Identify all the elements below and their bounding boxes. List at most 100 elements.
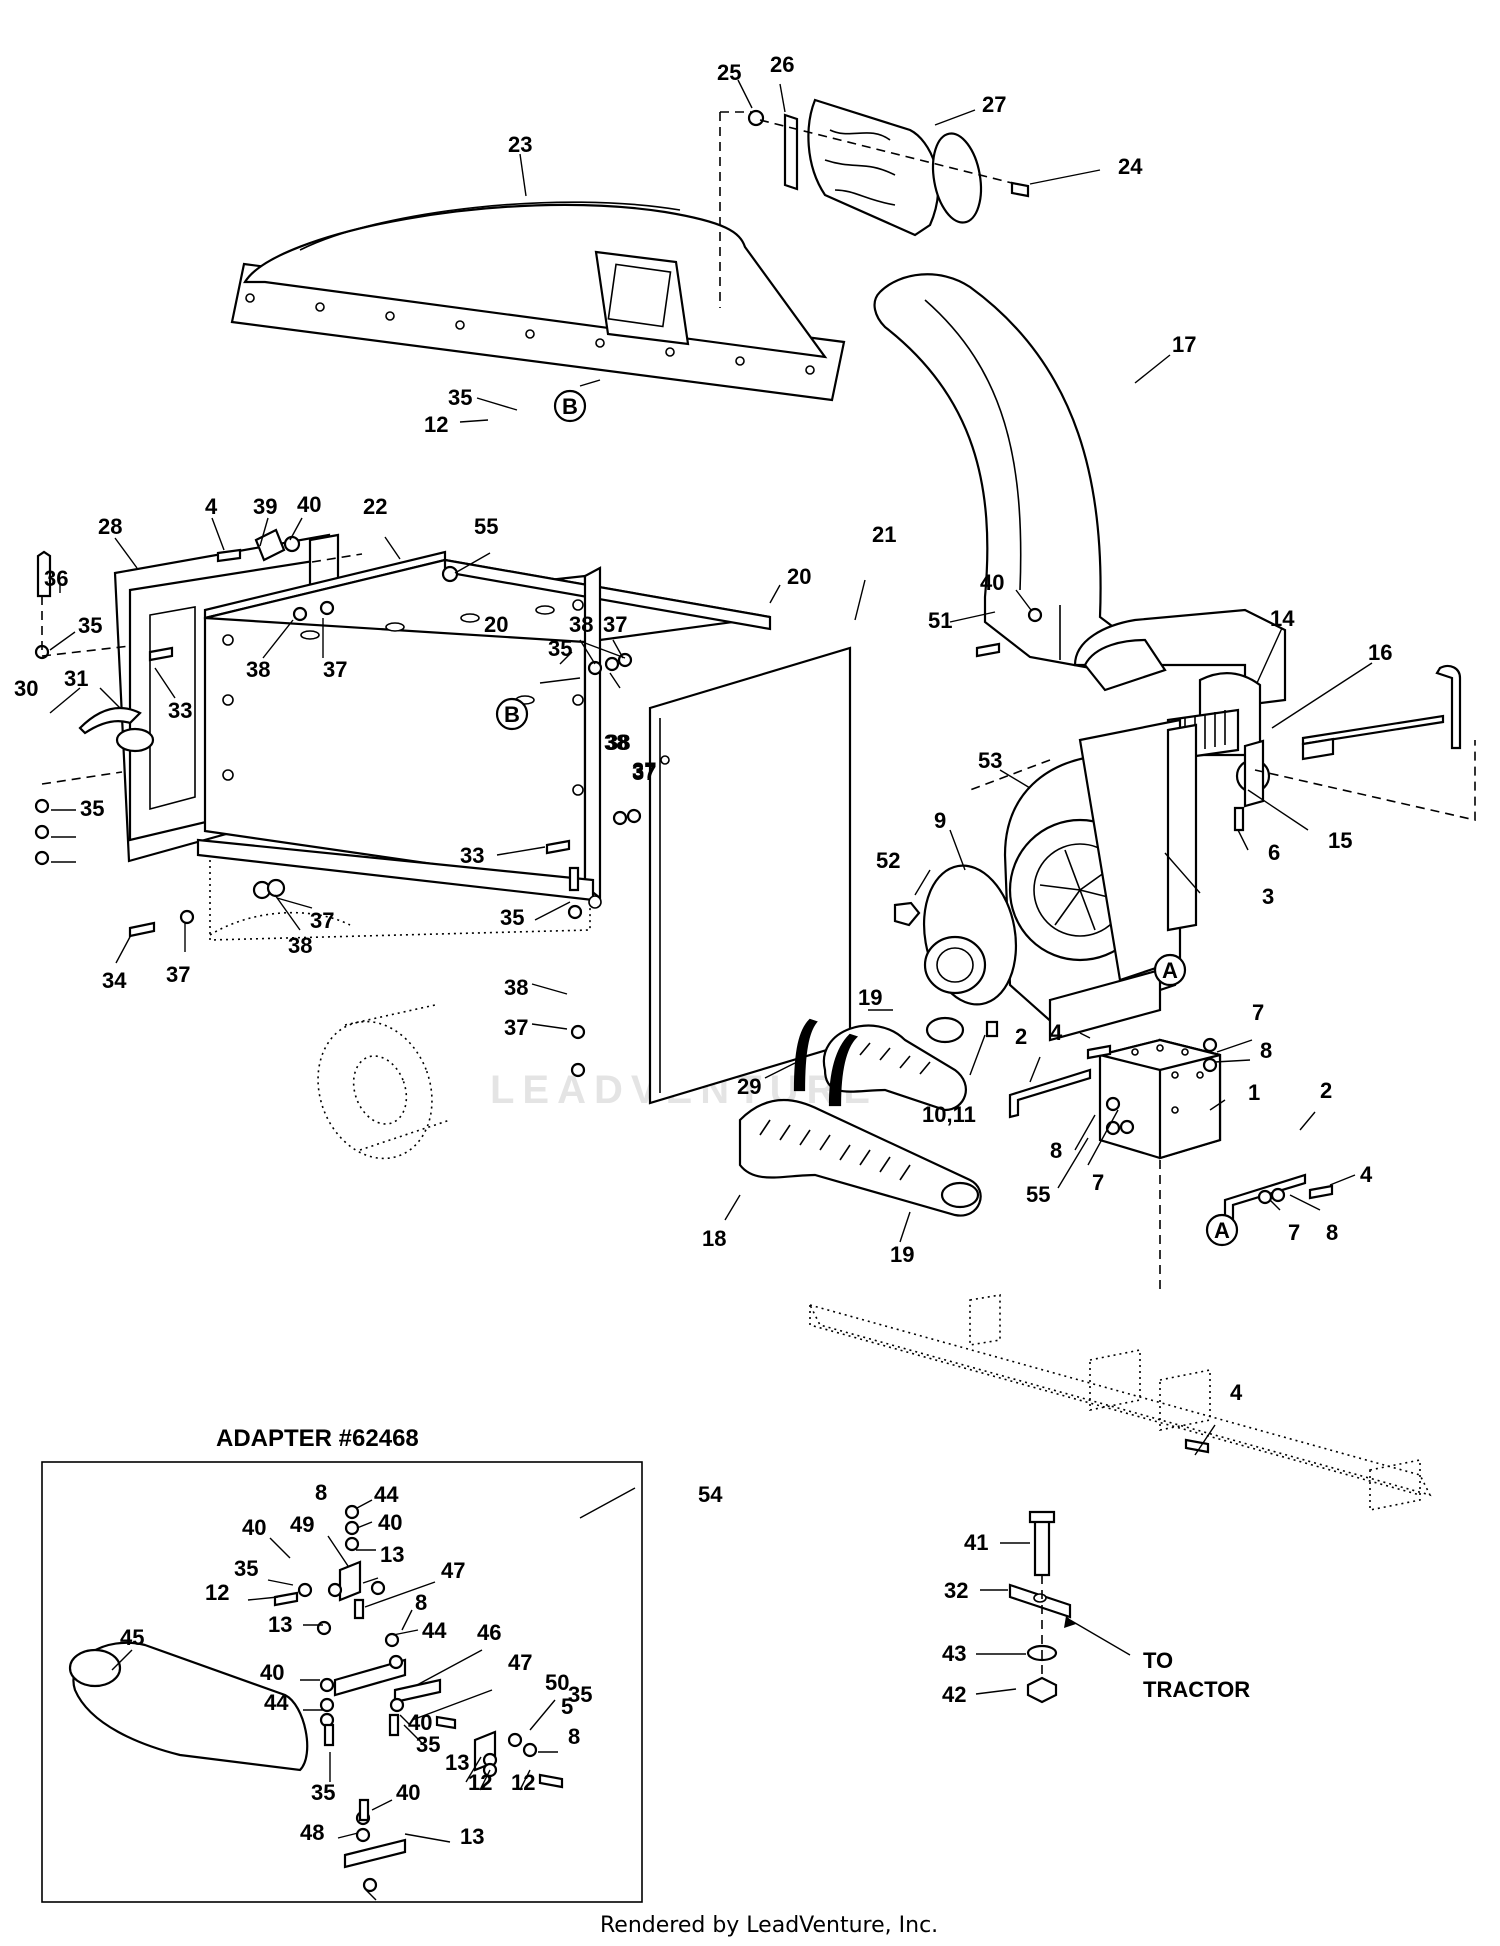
part-label: 53 — [978, 748, 1002, 773]
adapter-part-label: 12 — [205, 1580, 229, 1605]
callout-a-bracket: A — [1214, 1218, 1230, 1243]
adapter-part-label: 48 — [300, 1820, 324, 1845]
leader-lines — [49, 79, 1373, 1901]
hitch-hardware — [1008, 1510, 1072, 1704]
adapter-part-label: 44 — [264, 1690, 289, 1715]
drive-shaft-handle — [1301, 664, 1462, 761]
part-label: 4 — [1050, 1020, 1063, 1045]
filter-bag — [807, 98, 983, 237]
part-label: 4 — [205, 494, 218, 519]
mounting-bracket — [1008, 1037, 1334, 1224]
part-label: 37 — [310, 908, 334, 933]
part-label: 7 — [1092, 1170, 1104, 1195]
callout-b-top: B — [562, 394, 578, 419]
hopper-box — [196, 550, 852, 1105]
part-label: 37 — [323, 657, 347, 682]
part-label: 27 — [982, 92, 1006, 117]
part-label: 35 — [78, 613, 102, 638]
part-label: 3 — [1262, 884, 1274, 909]
part-label: 35 — [448, 385, 472, 410]
part-label: 33 — [460, 843, 484, 868]
adapter-part-label: 40 — [260, 1660, 284, 1685]
adapter-part-label: 40 — [408, 1710, 432, 1735]
part-label: 38 — [246, 657, 270, 682]
adapter-part-label: 35 — [568, 1682, 592, 1707]
part-label: 38 — [604, 730, 628, 755]
adapter-part-label: 46 — [477, 1620, 501, 1645]
part-label: 37 — [166, 962, 190, 987]
adapter-part-label: 12 — [511, 1770, 535, 1795]
part-label: 55 — [1026, 1182, 1050, 1207]
part-label: 8 — [1326, 1220, 1338, 1245]
cover-hood — [230, 201, 846, 402]
part-number-labels: 25 26 27 24 23 17 35 12 28 4 39 40 22 55… — [14, 52, 1392, 1849]
blower-housing — [1003, 718, 1198, 1042]
adapter-part-label: 13 — [460, 1824, 484, 1849]
part-label: 38 — [288, 933, 312, 958]
adapter-part-label: 13 — [268, 1612, 292, 1637]
to-tractor-line2: TRACTOR — [1143, 1677, 1250, 1702]
callout-b-box: B — [504, 702, 520, 727]
part-label: 2 — [1015, 1024, 1027, 1049]
part-label: 14 — [1270, 606, 1295, 631]
part-label: 18 — [702, 1226, 726, 1251]
screw — [1010, 181, 1030, 198]
part-label: 35 — [548, 636, 572, 661]
adapter-part-label: 12 — [468, 1770, 492, 1795]
part-label: 7 — [1252, 1000, 1264, 1025]
hopper-hardware — [34, 528, 642, 1078]
gasket — [783, 113, 799, 191]
part-label: 40 — [297, 492, 321, 517]
part-label: 41 — [964, 1530, 988, 1555]
adapter-part-label: 35 — [311, 1780, 335, 1805]
adapter-part-label: 40 — [242, 1515, 266, 1540]
callout-a-housing: A — [1162, 958, 1178, 983]
part-label: 37 — [603, 612, 627, 637]
part-label: 28 — [98, 514, 122, 539]
part-label: 2 — [1320, 1078, 1332, 1103]
footer-credit: Rendered by LeadVenture, Inc. — [600, 1913, 938, 1938]
part-label: 51 — [928, 608, 952, 633]
part-label: 32 — [944, 1578, 968, 1603]
part-label: 36 — [44, 566, 68, 591]
part-label: 35 — [500, 905, 524, 930]
tractor-frame — [808, 1294, 1432, 1511]
to-tractor-line1: TO — [1143, 1648, 1173, 1673]
washer — [747, 109, 765, 127]
adapter-box — [41, 1461, 643, 1903]
part-label: 29 — [737, 1074, 761, 1099]
part-label: 38 — [606, 730, 630, 755]
adapter-part-label: 49 — [290, 1512, 314, 1537]
adapter-part-label: 13 — [445, 1750, 469, 1775]
part-label: 38 — [504, 975, 528, 1000]
part-label: 33 — [168, 698, 192, 723]
adapter-part-label: 8 — [415, 1590, 427, 1615]
part-label: 54 — [698, 1482, 723, 1507]
adapter-part-label: 47 — [441, 1558, 465, 1583]
part-label: 39 — [253, 494, 277, 519]
part-label: 37 — [632, 760, 656, 785]
part-label: 26 — [770, 52, 794, 77]
part-label: 4 — [1360, 1162, 1373, 1187]
adapter-part-label: 45 — [120, 1625, 144, 1650]
part-label: 8 — [1050, 1138, 1062, 1163]
adapter-part-label: 5 — [561, 1694, 573, 1719]
blower-inlet — [893, 864, 1018, 1038]
part-label: 52 — [876, 848, 900, 873]
adapter-part-label: 44 — [374, 1482, 399, 1507]
part-label: 19 — [858, 985, 882, 1010]
adapter-part-label: 40 — [378, 1510, 402, 1535]
part-label: 31 — [64, 666, 88, 691]
part-label: 1 — [1248, 1080, 1260, 1105]
part-label: 10,11 — [922, 1102, 976, 1127]
part-label: 20 — [484, 612, 508, 637]
wheel — [317, 1004, 451, 1160]
adapter-part-label: 13 — [380, 1542, 404, 1567]
discharge-tube — [873, 273, 1142, 679]
adapter-part-label: 8 — [315, 1480, 327, 1505]
hoses — [738, 1016, 982, 1217]
part-label: 34 — [102, 968, 127, 993]
part-label: 6 — [1268, 840, 1280, 865]
